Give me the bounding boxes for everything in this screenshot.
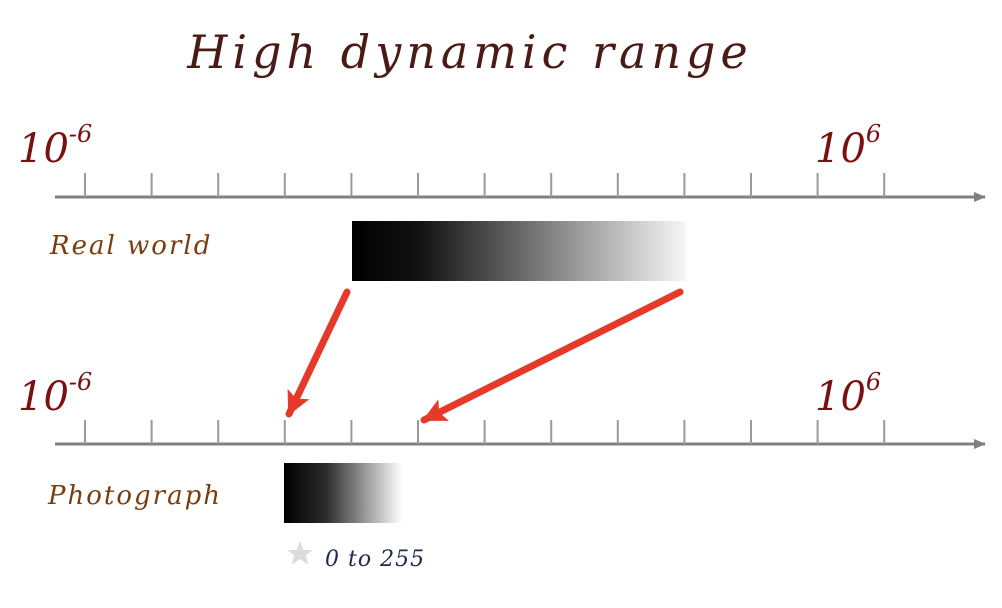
top-axis-min-label: 10-6 (18, 120, 92, 172)
top-axis (55, 173, 986, 202)
photograph-range-bar (284, 463, 402, 523)
star-icon (287, 541, 313, 565)
photograph-label: Photograph (47, 481, 222, 511)
range-note: 0 to 255 (325, 547, 425, 572)
real-world-range-bar (352, 221, 686, 281)
bottom-axis-max-label: 106 (815, 368, 881, 420)
mapping-arrow-bright (420, 288, 684, 424)
top-axis-ticks (84, 173, 886, 197)
top-axis-max-label: 106 (815, 120, 881, 172)
real-world-label: Real world (49, 231, 212, 261)
mapping-arrow-dark (285, 288, 351, 418)
bottom-axis-min-label: 10-6 (18, 368, 92, 420)
page-title: High dynamic range (186, 25, 752, 79)
bottom-axis-ticks (84, 420, 886, 444)
bottom-axis (55, 420, 986, 449)
